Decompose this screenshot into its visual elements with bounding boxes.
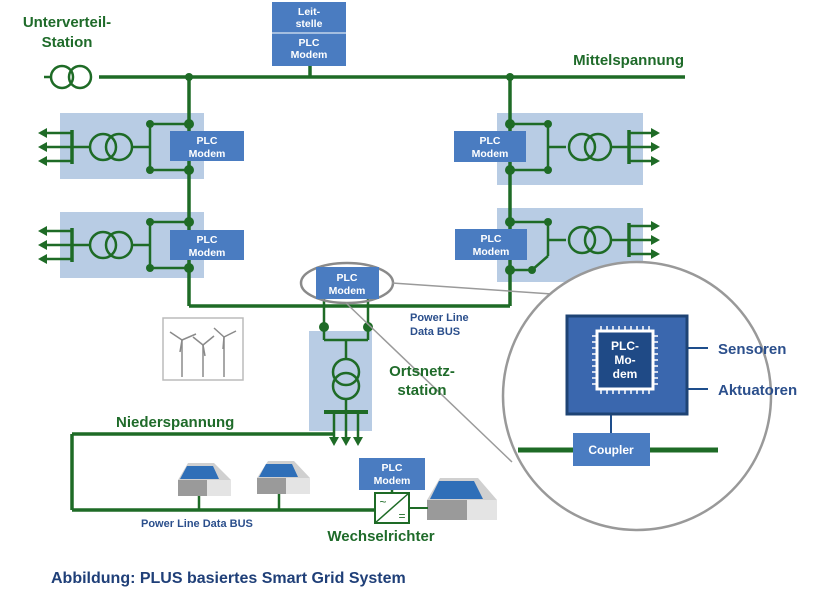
- svg-text:Modem: Modem: [329, 285, 366, 297]
- substation-right-top: [510, 122, 654, 172]
- svg-text:Modem: Modem: [189, 247, 226, 259]
- ortsnetz-label-line2: station: [397, 382, 446, 399]
- chip-label-line2: Mo-: [614, 353, 635, 367]
- leitstelle-line1: Leit-: [298, 6, 321, 18]
- svg-text:Modem: Modem: [189, 148, 226, 160]
- leitstelle-box: Leit- stelle PLC Modem: [272, 2, 346, 66]
- inverter-icon: ~ =: [374, 490, 428, 524]
- svg-text:Modem: Modem: [473, 246, 510, 258]
- svg-text:PLC: PLC: [480, 135, 501, 147]
- unterverteil-transformer-icon: [44, 64, 93, 90]
- svg-text:Modem: Modem: [374, 475, 411, 487]
- low-voltage-network: [70, 432, 378, 512]
- unterverteil-label-line2: Station: [42, 34, 93, 51]
- leitstelle-line2: stelle: [296, 18, 323, 30]
- wechselrichter-label: Wechselrichter: [327, 528, 434, 545]
- chip-label-line1: PLC-: [611, 339, 639, 353]
- plc-modem-ortsnetz: PLC Modem: [316, 267, 379, 299]
- junction-dots: [146, 73, 552, 332]
- svg-text:PLC: PLC: [197, 135, 218, 147]
- arrows-right-bottom: [651, 221, 660, 259]
- substation-left-bottom: [44, 220, 189, 270]
- svg-text:PLC: PLC: [382, 462, 403, 474]
- svg-text:Modem: Modem: [472, 148, 509, 160]
- plc-modem-right-top: PLC Modem: [454, 131, 526, 162]
- plc-modem-wechselrichter: PLC Modem: [359, 458, 425, 490]
- plc-modem-right-bottom: PLC Modem: [455, 229, 527, 260]
- plc-modem-left-top: PLC Modem: [170, 131, 244, 161]
- chip-label-line3: dem: [613, 367, 638, 381]
- inverter-dc-symbol: =: [398, 509, 405, 523]
- coupler-box: [573, 433, 650, 466]
- figure-caption: Abbildung: PLUS basiertes Smart Grid Sys…: [51, 570, 406, 587]
- bus-mv-label-line2: Data BUS: [410, 326, 460, 338]
- plc-modem-left-bottom: PLC Modem: [170, 230, 244, 260]
- arrows-left-bottom: [38, 226, 47, 264]
- house-solar-3-icon: [427, 478, 497, 520]
- coupler-label: Coupler: [588, 443, 634, 457]
- leitstelle-line3: PLC: [299, 37, 320, 49]
- svg-text:PLC: PLC: [481, 233, 502, 245]
- inverter-ac-symbol: ~: [379, 495, 386, 509]
- bus-mv-label-line1: Power Line: [410, 312, 469, 324]
- aktuatoren-label: Aktuatoren: [718, 382, 797, 399]
- ortsnetz-arrows: [329, 437, 363, 446]
- arrows-right-top: [651, 128, 660, 166]
- svg-text:PLC: PLC: [337, 272, 358, 284]
- arrows-left-top: [38, 128, 47, 166]
- house-solar-1-icon: [178, 463, 231, 496]
- ortsnetz-shade: [309, 331, 372, 431]
- svg-text:PLC: PLC: [197, 234, 218, 246]
- sensoren-label: Sensoren: [718, 341, 786, 358]
- chip-pins: [592, 326, 658, 394]
- leitstelle-line4: Modem: [291, 49, 328, 61]
- bus-lv-label: Power Line Data BUS: [141, 518, 253, 530]
- substation-right-bottom: [510, 220, 654, 272]
- ortsnetz-label-line1: Ortsnetz-: [389, 363, 455, 380]
- substation-left-top: [44, 122, 189, 172]
- callout-line-lower: [345, 302, 513, 463]
- mittelspannung-label: Mittelspannung: [573, 52, 684, 69]
- unterverteil-label-line1: Unterverteil-: [23, 14, 111, 31]
- wind-turbines-icon: [162, 317, 244, 381]
- house-solar-2-icon: [257, 461, 310, 494]
- niederspannung-label: Niederspannung: [116, 414, 234, 431]
